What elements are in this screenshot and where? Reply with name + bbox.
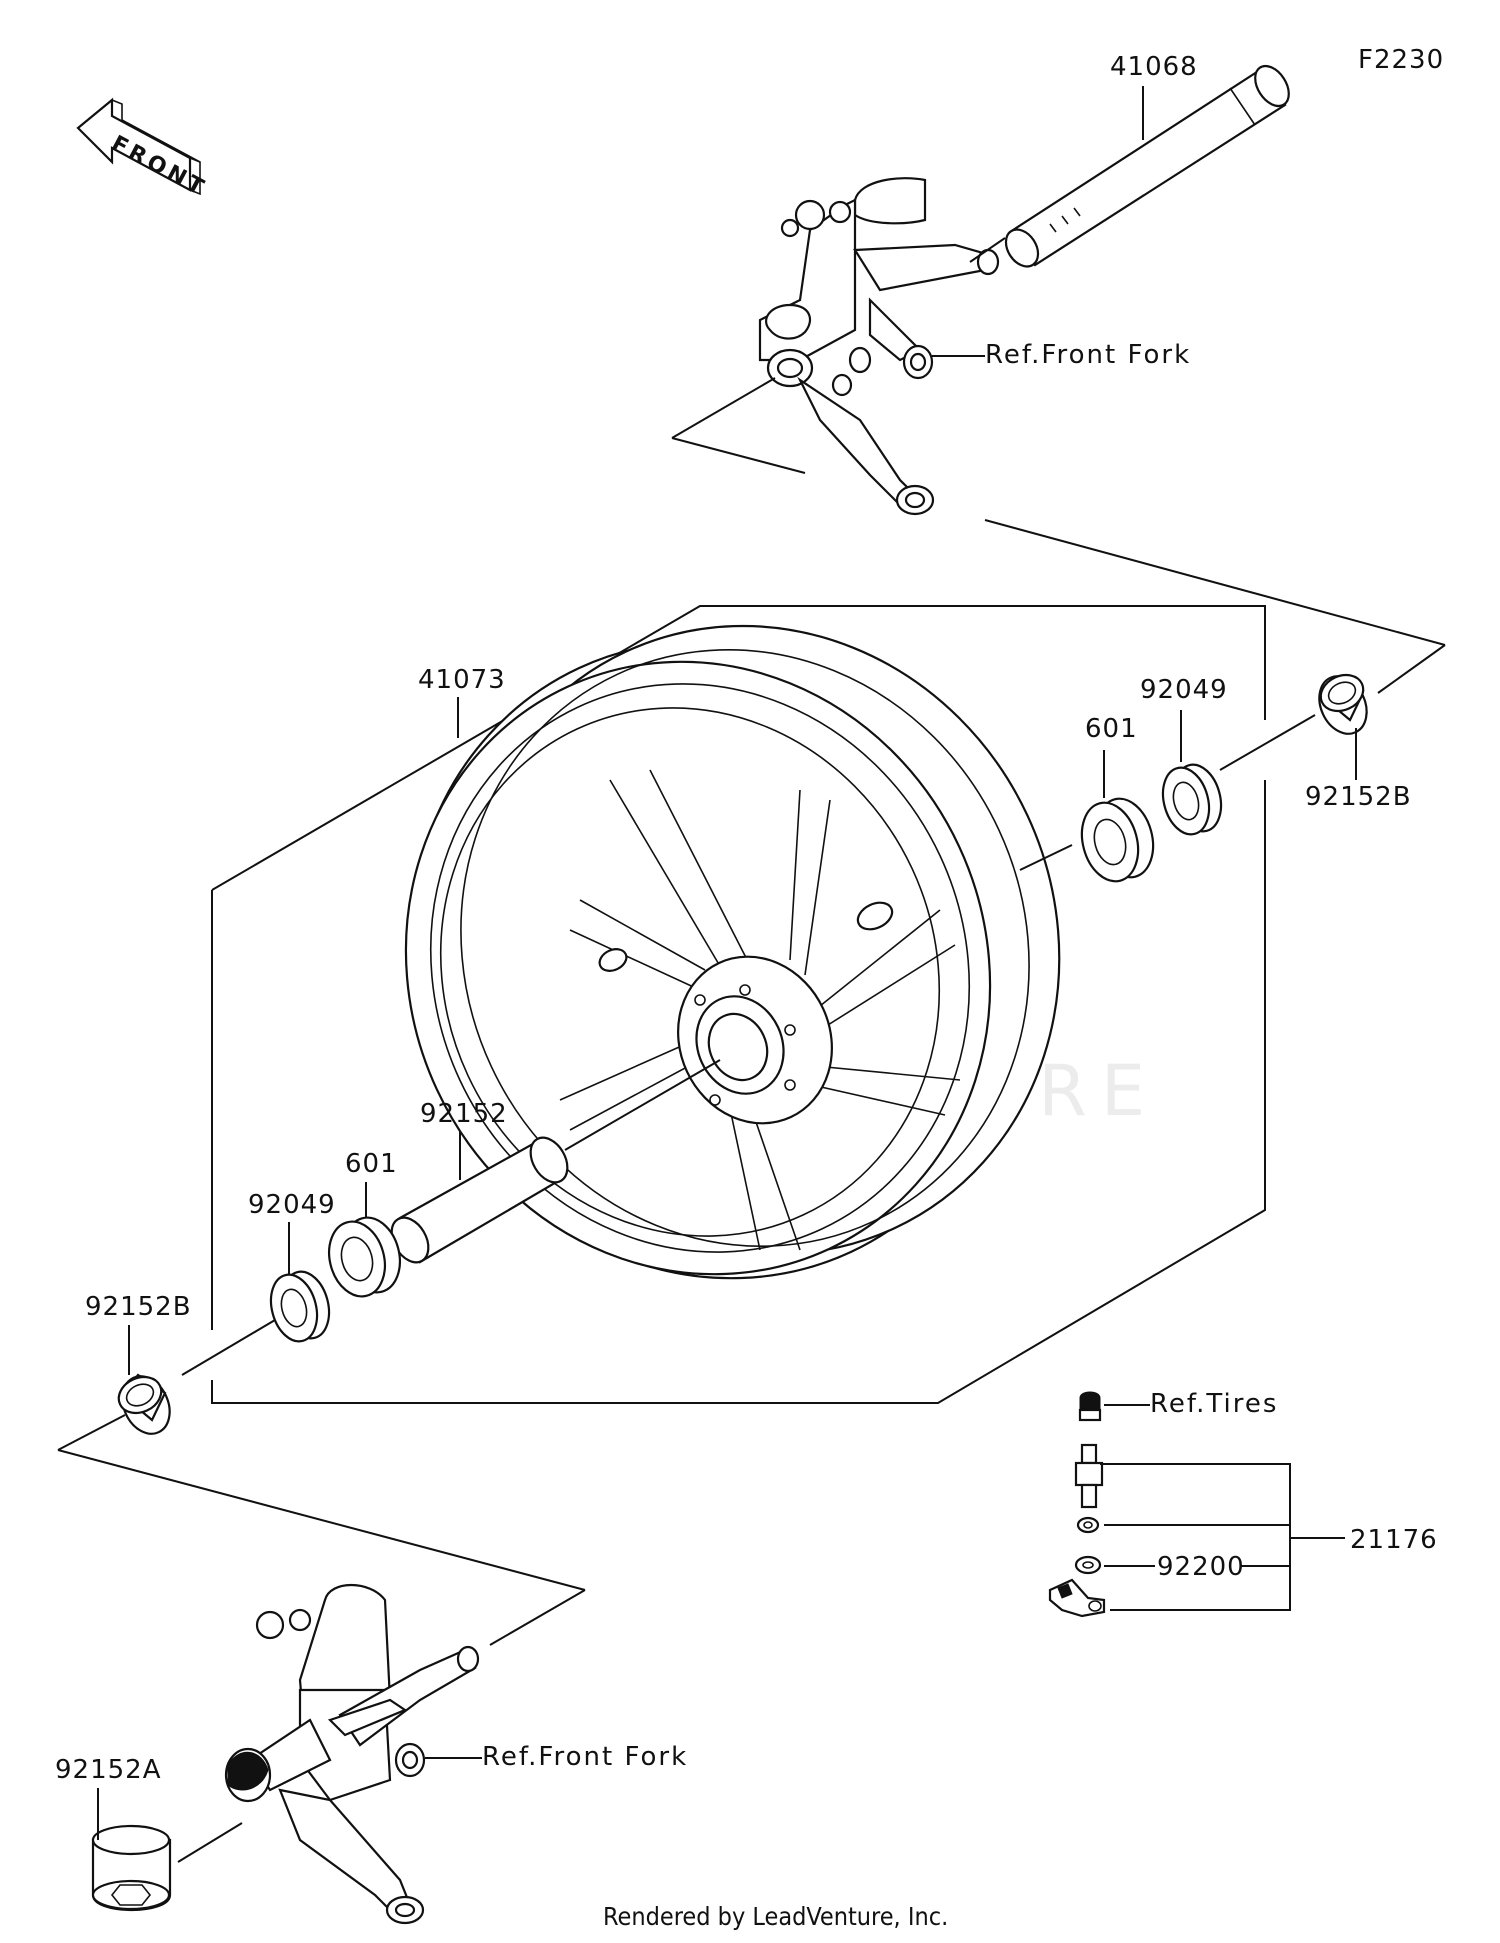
part-label-601-left: 601 (345, 1149, 398, 1179)
spacer-illustration (390, 1136, 569, 1264)
ref-front-fork-lower: Ref.Front Fork (482, 1742, 688, 1772)
valve-cap-illustration (1078, 1391, 1102, 1422)
axle-illustration (1004, 64, 1290, 268)
front-fork-right-illustration (758, 177, 1000, 516)
part-label-21176: 21176 (1350, 1525, 1438, 1555)
valve-washer-illustration (1074, 1555, 1102, 1575)
part-label-41068: 41068 (1110, 52, 1198, 82)
diagram-code: F2230 (1358, 45, 1444, 75)
wheel-illustration (404, 624, 1061, 1280)
valve-stem-illustration (1074, 1443, 1104, 1509)
part-label-41073: 41073 (418, 665, 506, 695)
footer-credit: Rendered by LeadVenture, Inc. (603, 1902, 948, 1931)
part-label-92200: 92200 (1157, 1552, 1245, 1582)
part-label-92049-right: 92049 (1140, 675, 1228, 705)
collar-a-illustration (91, 1824, 172, 1911)
front-arrow-icon: FRONT (76, 97, 211, 202)
seal-left-illustration (269, 1270, 331, 1343)
ref-tires: Ref.Tires (1150, 1389, 1278, 1419)
bearing-right-illustration (1080, 797, 1155, 883)
ref-front-fork-upper: Ref.Front Fork (985, 340, 1191, 370)
part-label-92049-left: 92049 (248, 1190, 336, 1220)
bearing-left-illustration (328, 1216, 401, 1298)
part-label-601-right: 601 (1085, 714, 1138, 744)
seal-right-illustration (1161, 763, 1223, 836)
part-label-92152a: 92152A (55, 1755, 162, 1785)
collar-right-illustration (1318, 673, 1368, 735)
part-label-92152b-right: 92152B (1305, 782, 1412, 812)
valve-bracket-illustration (1048, 1578, 1106, 1618)
collar-left-illustration (117, 1373, 171, 1435)
part-label-92152b-left: 92152B (85, 1292, 192, 1322)
valve-nut-illustration (1076, 1516, 1100, 1534)
part-label-92152: 92152 (420, 1099, 508, 1129)
front-fork-left-illustration (224, 1583, 480, 1925)
